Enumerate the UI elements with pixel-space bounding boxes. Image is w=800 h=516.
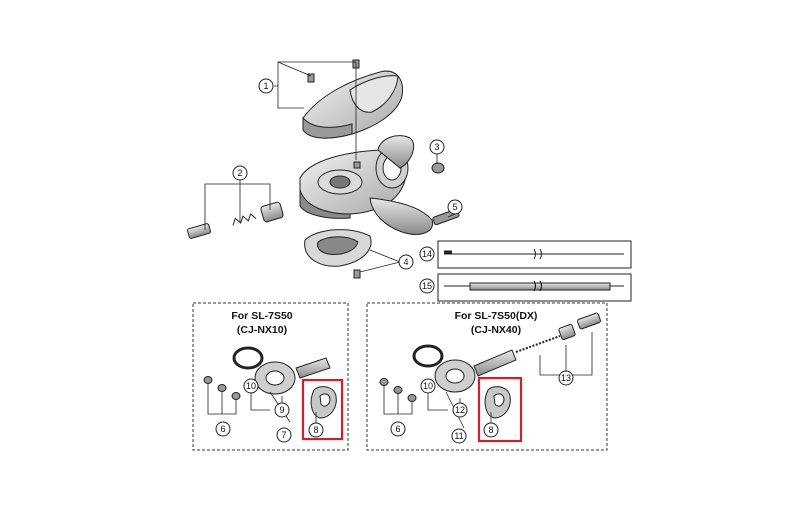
callout-5: 5: [452, 202, 457, 212]
callout-left-7: 7: [281, 430, 286, 440]
highlight-box-left: [301, 378, 344, 441]
callout-left-9: 9: [279, 405, 284, 415]
top-cover-side: [302, 116, 353, 139]
inset-right-title-2: (CJ-NX40): [471, 324, 521, 336]
callout-right-13: 13: [561, 373, 571, 383]
inset-left: For SL-7S50 (CJ-NX10) 6 10 9 7 8: [192, 302, 349, 451]
callout-1: 1: [263, 81, 268, 91]
callout-3: 3: [434, 142, 439, 152]
lower-lever: [369, 197, 434, 235]
callout-2: 2: [237, 168, 242, 178]
upper-lever: [377, 135, 415, 169]
inset-left-title-2: (CJ-NX10): [237, 324, 287, 336]
inset-right: For SL-7S50(DX) (CJ-NX40) 6: [366, 302, 608, 451]
callout-14: 14: [422, 249, 432, 259]
callout-right-8: 8: [488, 425, 493, 435]
highlight-box-right: [477, 376, 523, 443]
inset-right-title-1: For SL-7S50(DX): [455, 310, 538, 322]
callout-left-6: 6: [220, 424, 225, 434]
callout-15: 15: [422, 281, 432, 291]
callout-left-8: 8: [313, 425, 318, 435]
callout-4: 4: [403, 257, 408, 267]
leader-lines: [204, 61, 456, 273]
inner-cables: [437, 240, 632, 302]
callout-right-11: 11: [454, 431, 463, 441]
inset-left-title-1: For SL-7S50: [231, 310, 292, 322]
adjuster-parts: [187, 201, 284, 239]
main-shifter-assembly: [299, 70, 434, 267]
callout-right-10: 10: [423, 381, 433, 391]
cable-15-box: [437, 273, 632, 302]
upper-callouts: 1 2 3 4 5 14 15: [232, 78, 463, 294]
callout-left-10: 10: [246, 381, 256, 391]
callout-right-6: 6: [395, 424, 400, 434]
callout-right-12: 12: [455, 405, 465, 415]
cable-14-box: [437, 240, 632, 269]
